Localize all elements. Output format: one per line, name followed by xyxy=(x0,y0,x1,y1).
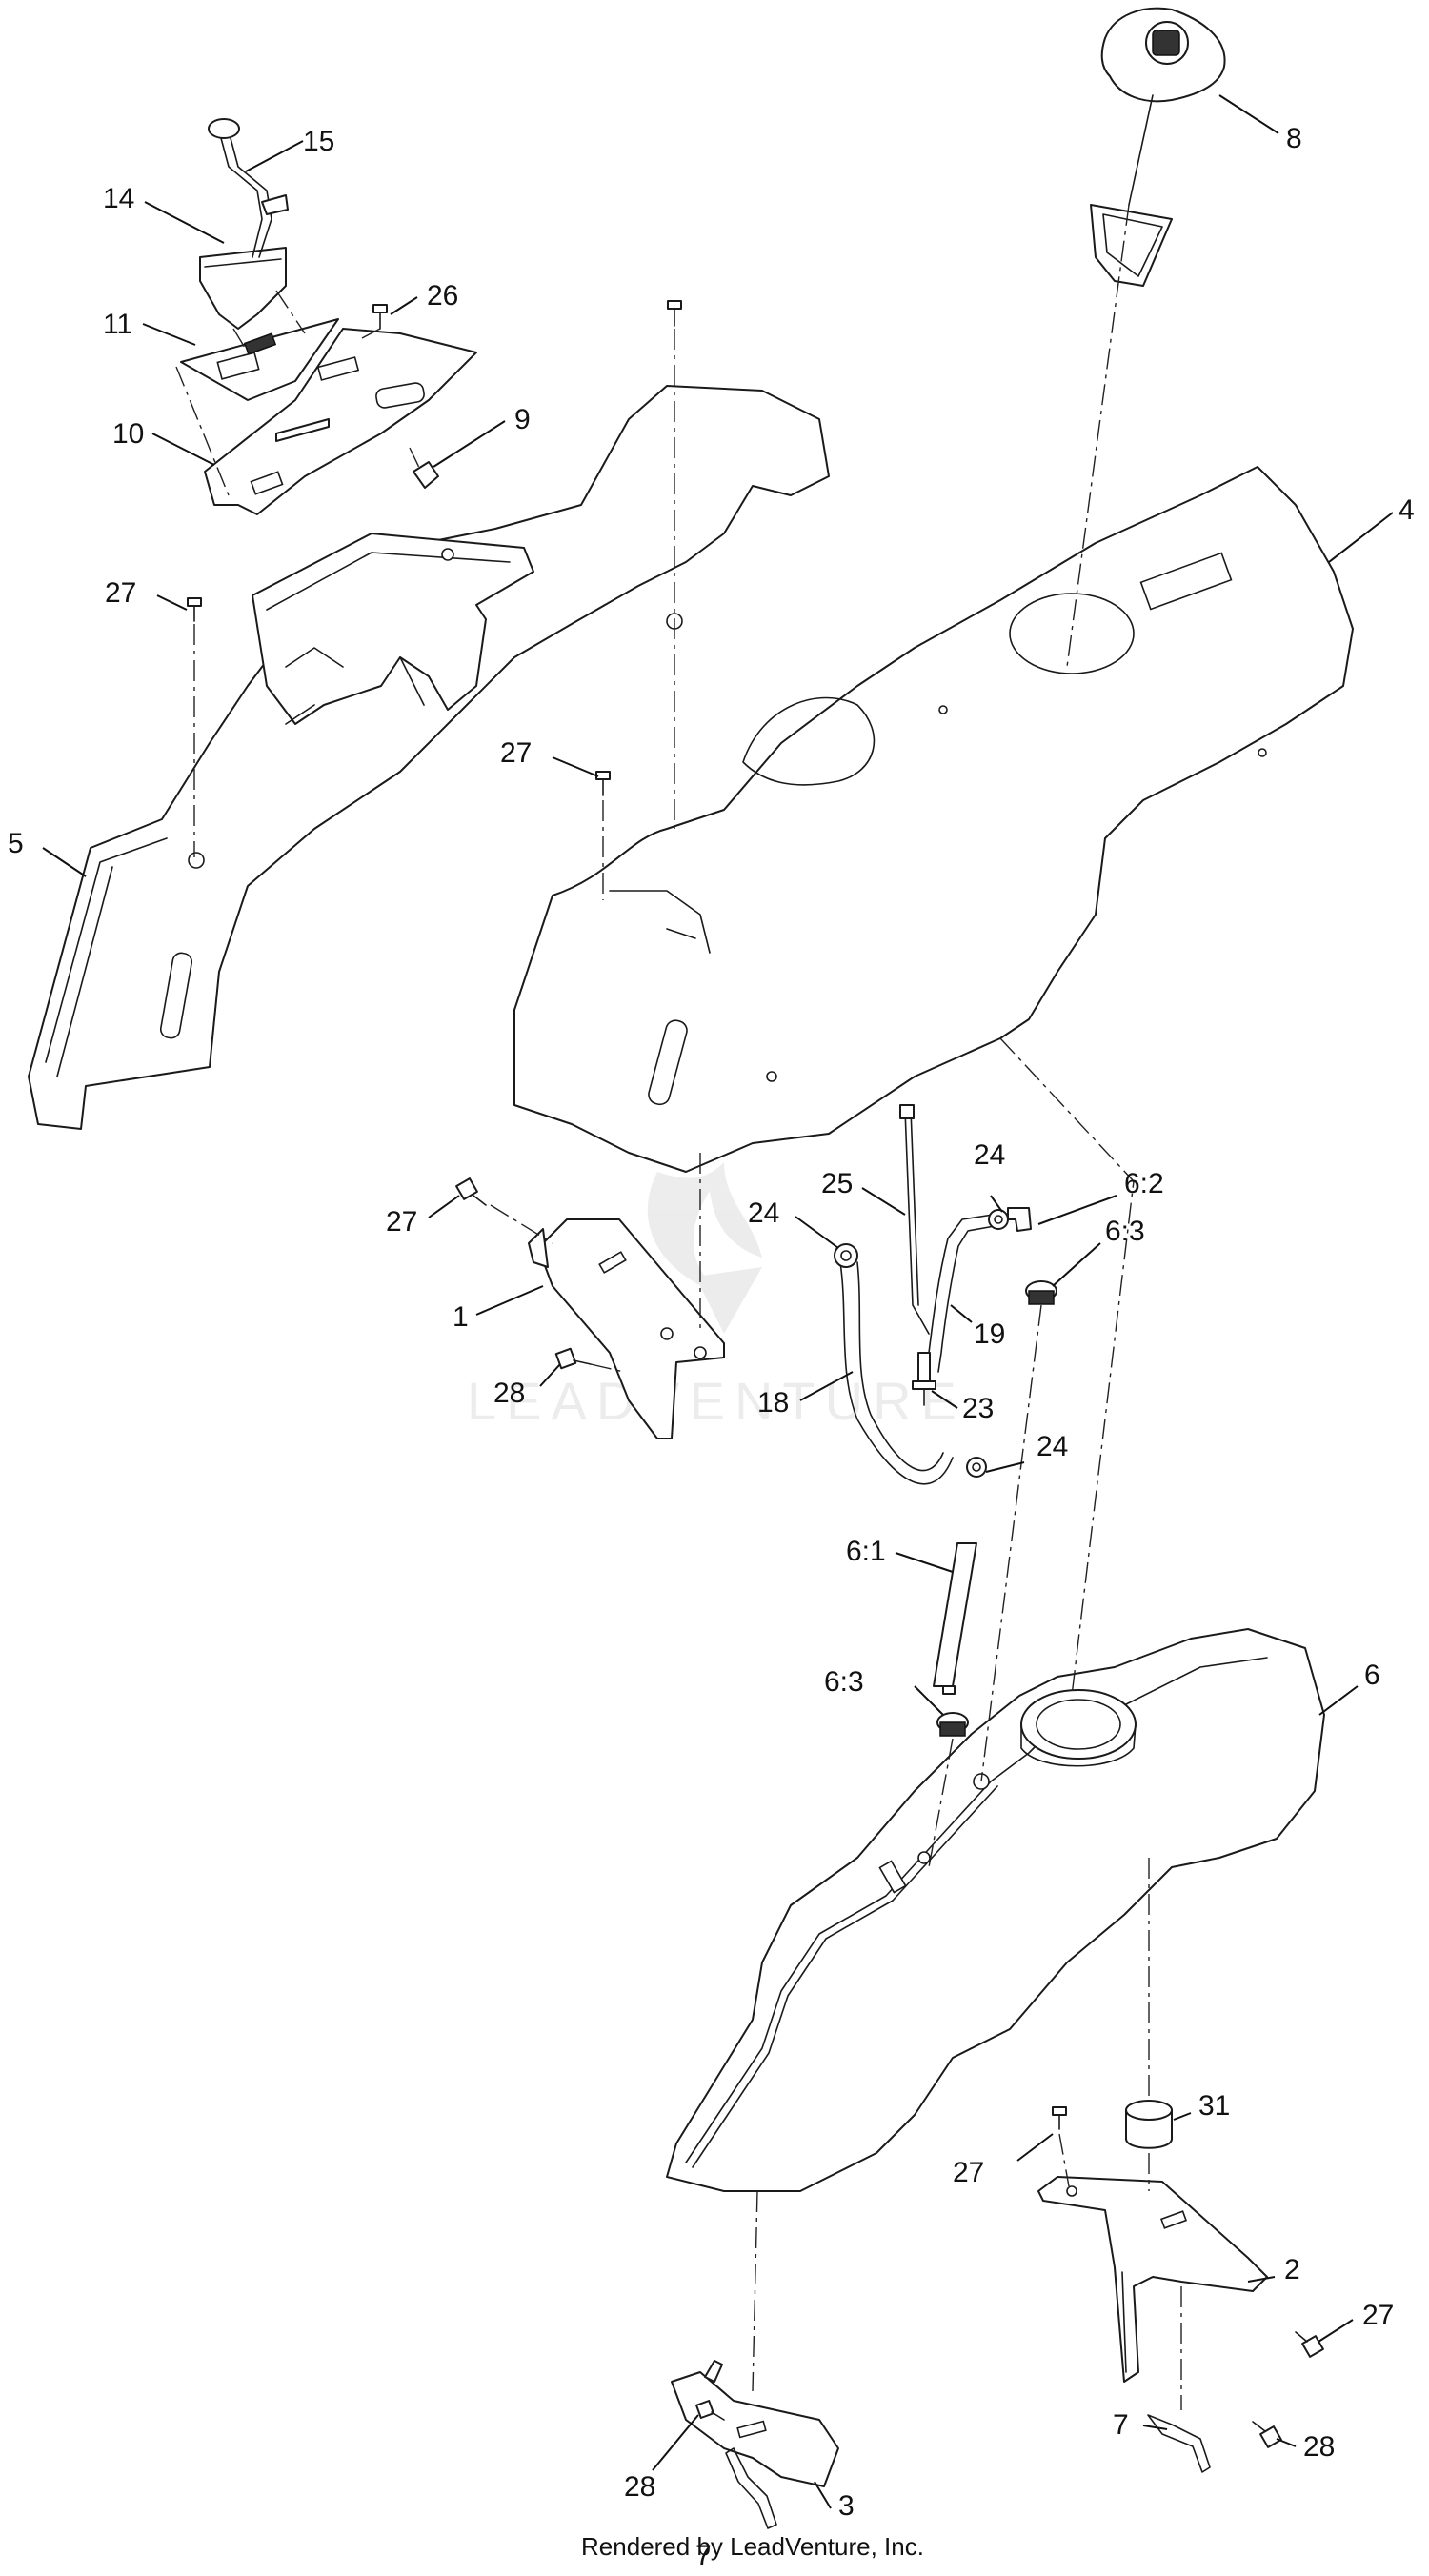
callout-11: 11 xyxy=(103,309,132,340)
part-1-bracket xyxy=(528,1218,725,1439)
part-27-screw-tank xyxy=(1052,2106,1067,2130)
callout-4: 4 xyxy=(1399,494,1415,526)
callout-6-2: 6:2 xyxy=(1124,1168,1164,1199)
part-23-rivet xyxy=(912,1352,936,1406)
part-28-bolt-bracket3 xyxy=(695,2400,725,2421)
part-28-bolt-bracket2 xyxy=(1252,2421,1282,2448)
leader-lines xyxy=(42,94,1394,2509)
part-25-cable-tie xyxy=(899,1104,930,1335)
part-18-fuel-hose xyxy=(839,1261,954,1485)
callout-28-bracket2: 28 xyxy=(1303,2431,1335,2463)
part-27-screw-bracket1 xyxy=(455,1177,487,1206)
callout-27-left: 27 xyxy=(105,577,136,609)
callout-6-3-top: 6:3 xyxy=(1105,1216,1145,1247)
callout-15: 15 xyxy=(303,126,334,157)
part-6-3-grommet xyxy=(1025,1280,1057,1305)
part-7-clip-bottom xyxy=(725,2447,777,2529)
part-6-1-rollover-valve xyxy=(933,1542,977,1695)
part-10-dash-panel xyxy=(204,328,477,515)
callout-24-top-right: 24 xyxy=(974,1139,1005,1171)
callout-5: 5 xyxy=(8,828,24,859)
callout-27-bracket2: 27 xyxy=(1362,2300,1394,2331)
watermark-logo xyxy=(647,1162,762,1334)
part-27-screw-mid xyxy=(595,771,611,796)
callout-28-bracket1: 28 xyxy=(493,1378,525,1409)
part-15-shift-lever xyxy=(208,118,289,258)
callout-8: 8 xyxy=(1286,123,1302,154)
callout-6-1: 6:1 xyxy=(846,1536,886,1567)
callout-7-right: 7 xyxy=(1113,2409,1129,2441)
callout-9: 9 xyxy=(514,404,531,435)
watermark-text: LEADVENTURE xyxy=(467,1371,966,1431)
callout-27-bracket1: 27 xyxy=(386,1206,417,1238)
part-26-screw xyxy=(372,304,388,330)
callout-19: 19 xyxy=(974,1318,1005,1350)
part-24-hose-clamp xyxy=(966,1457,987,1478)
part-7-clip-right xyxy=(1147,2414,1211,2473)
callout-28-bracket3: 28 xyxy=(624,2471,655,2503)
part-9-clip xyxy=(413,461,439,489)
part-27-screw-left xyxy=(187,597,202,622)
callout-24-top-left: 24 xyxy=(748,1197,779,1229)
callout-10: 10 xyxy=(112,418,144,450)
part-27-screw-bracket2 xyxy=(1295,2331,1324,2358)
callout-6-3-bottom: 6:3 xyxy=(824,1666,864,1698)
part-4-body-shroud xyxy=(513,466,1354,1173)
callout-labels: 15 14 26 11 10 9 8 4 27 5 27 27 1 28 25 … xyxy=(8,123,1415,2571)
callout-18: 18 xyxy=(757,1387,789,1419)
callout-26: 26 xyxy=(427,280,458,312)
callout-23: 23 xyxy=(962,1393,994,1424)
callout-14: 14 xyxy=(103,183,134,214)
part-11-cover-plate xyxy=(180,318,339,401)
part-8-fuel-cap xyxy=(1090,7,1226,287)
callout-27-mid: 27 xyxy=(500,737,532,769)
part-19-vent-hose xyxy=(925,1214,996,1373)
part-14-lever-housing xyxy=(199,247,287,330)
callout-7-bottom: 7 xyxy=(695,2540,712,2571)
part-31-rubber-bumper xyxy=(1125,2100,1173,2149)
callout-31: 31 xyxy=(1198,2090,1230,2122)
part-6-2-elbow-fitting xyxy=(1007,1207,1032,1232)
callout-2: 2 xyxy=(1284,2254,1300,2285)
callout-25: 25 xyxy=(821,1168,853,1199)
part-24-hose-clamp xyxy=(834,1243,858,1268)
callout-6: 6 xyxy=(1364,1660,1380,1691)
callout-27-tank: 27 xyxy=(953,2157,984,2188)
part-5-fender-panel xyxy=(28,385,830,1130)
callout-3: 3 xyxy=(838,2490,855,2522)
part-2-bracket xyxy=(1037,2176,1268,2383)
callout-1: 1 xyxy=(453,1301,469,1333)
part-24-hose-clamp xyxy=(988,1209,1009,1230)
part-6-fuel-tank xyxy=(666,1628,1325,2192)
part-28-bolt-bracket1 xyxy=(554,1347,592,1370)
footer-credit: Rendered by LeadVenture, Inc. xyxy=(581,2532,924,2561)
part-27-screw-top xyxy=(667,300,682,327)
assembly-centerlines xyxy=(175,204,1182,2410)
part-3-bracket xyxy=(671,2360,839,2487)
callout-24-mid: 24 xyxy=(1037,1431,1068,1462)
part-6-3-grommet xyxy=(936,1712,969,1737)
